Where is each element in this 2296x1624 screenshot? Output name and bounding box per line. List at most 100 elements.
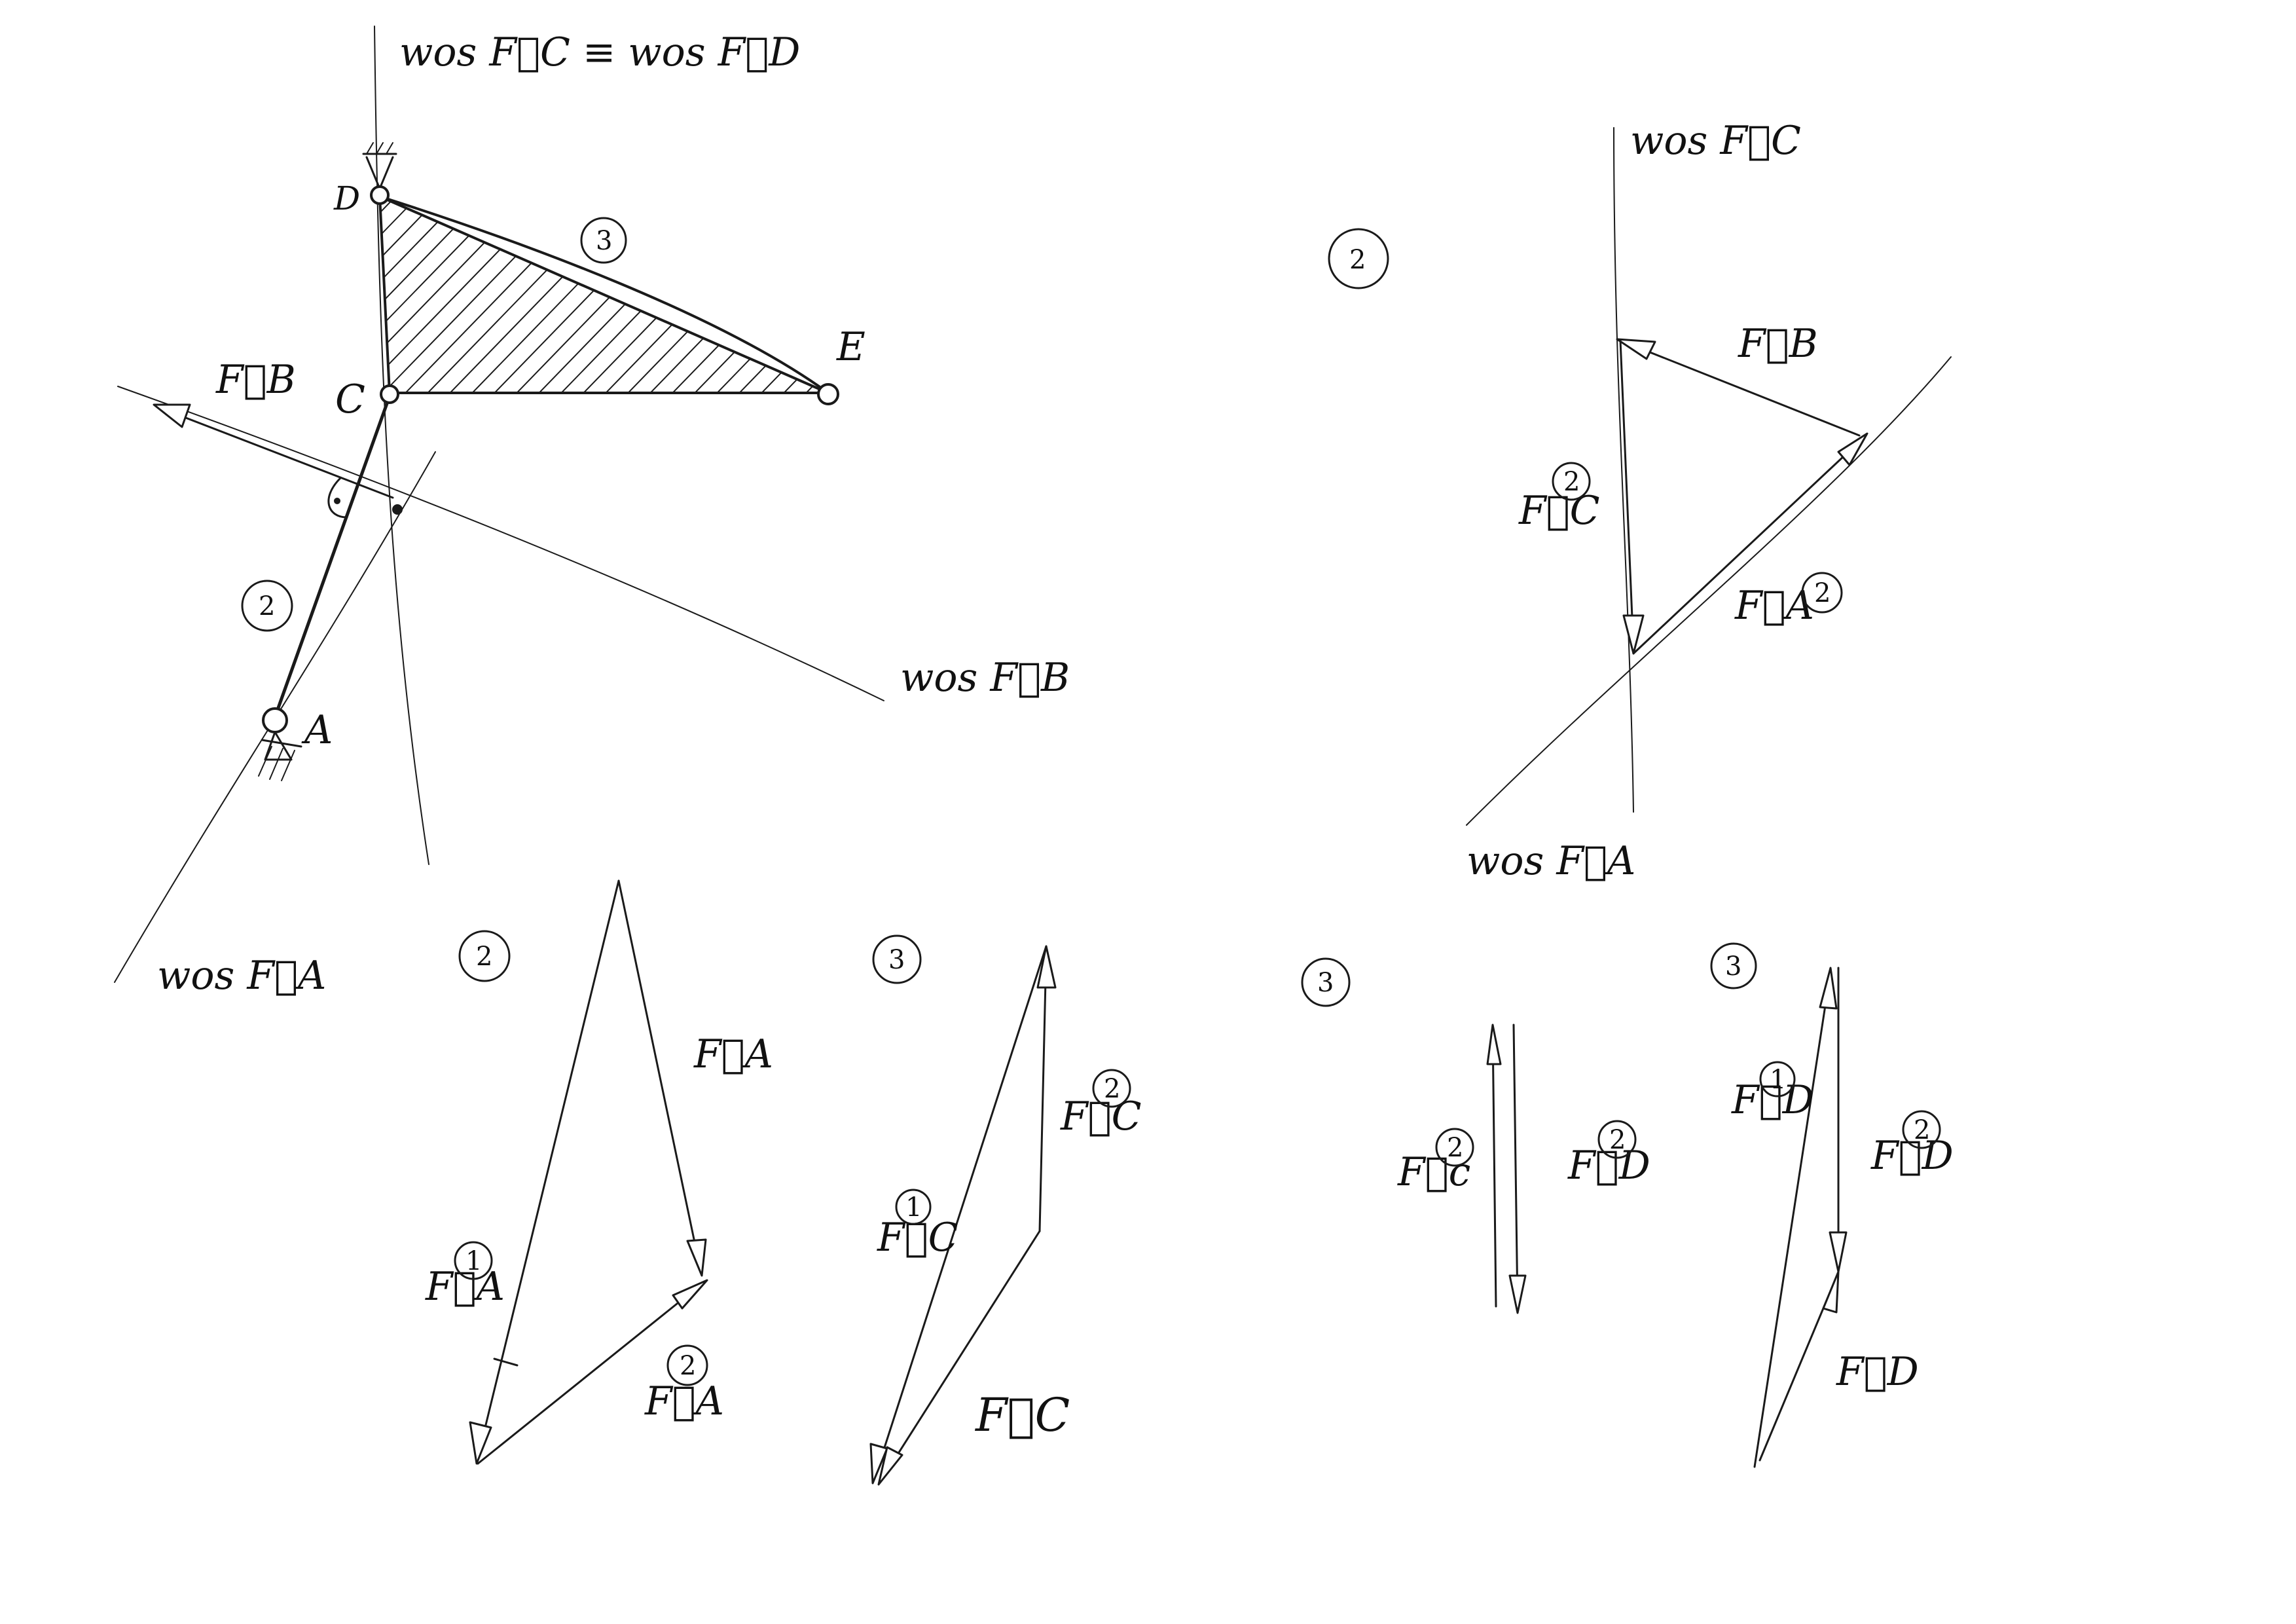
force-polygon-body-2-bottom: 2 F⃗A F⃗A 1 F⃗A 2 [425,879,773,1465]
vec-fa-mid-head [686,1238,707,1277]
plate-hatching [380,190,1092,406]
hatch-line [838,190,1048,406]
vec-fc2-pair-shaft [1491,1030,1497,1308]
badge-fa2-mid: 2 [666,1344,708,1386]
vec-fa2-right-shaft [1632,434,1867,655]
label-vec-fd-last: F⃗D [1836,1349,1919,1395]
svg-text:3: 3 [596,226,612,256]
hatch-line [380,196,469,393]
hatch-line [392,196,603,393]
member-2-bar [273,394,392,719]
vec-fd2-pair-head [1508,1274,1527,1314]
fb-arrow-head [153,403,191,428]
force-polygon-body-3-fc: 3 F⃗C 2 F⃗C 1 F⃗C [869,934,1142,1486]
svg-text:1: 1 [905,1192,922,1223]
hatch-line [860,190,1070,406]
hatch-line [570,196,781,393]
label-vec-fb-left: F⃗B [215,357,296,403]
label-vec-fd2-pair: F⃗D [1567,1143,1650,1189]
badge-fd1-last: 1 [1759,1061,1796,1098]
hatch-line [592,196,803,393]
label-point-e: E [836,324,866,370]
label-line-fb: wos F⃗B [900,655,1070,701]
node-d [370,185,390,205]
vec-fd2-pair-shaft [1512,1024,1519,1308]
svg-text:2: 2 [680,1351,696,1381]
hatch-line [459,196,670,393]
label-point-d: D [333,179,360,217]
line-of-action-fc-fd [374,26,429,865]
fb-arrow-shaft [162,408,394,499]
right-angle-mark [327,477,348,519]
hatch-line [526,196,737,393]
hatch-line [793,196,828,393]
node-a [262,707,288,733]
vec-fa-mid-shaft [617,879,702,1272]
svg-text:3: 3 [1317,968,1334,998]
hatch-line [815,196,828,393]
hatch-line [771,196,828,393]
support-a [258,731,302,781]
hatch-line [481,196,692,393]
badge-body-3-fc: 3 [872,934,922,984]
svg-text:2: 2 [1349,245,1366,275]
vec-fb-right-head [1616,338,1656,360]
vec-fd-last-head [1822,1270,1840,1314]
label-vec-fb-right: F⃗B [1738,321,1818,367]
vec-fa1-mid-shaft [477,879,620,1458]
hatch-line [380,196,425,393]
label-point-a: A [301,707,333,753]
line-of-action-fc-right [1613,127,1634,813]
force-polygon-body-2-right: wos F⃗C wos F⃗A F⃗B F⃗C 2 F⃗A 2 2 [1328,118,1952,884]
svg-text:1: 1 [465,1246,482,1276]
vec-fa2-mid-head [672,1279,708,1310]
vec-fc2-pair-head [1486,1024,1502,1065]
vec-fd1-last-head [1819,967,1838,1010]
label-vec-fc-mid: F⃗C [974,1388,1070,1442]
svg-text:2: 2 [1914,1115,1930,1145]
badge-body-2-bottom: 2 [458,930,511,982]
hatch-line [380,196,514,393]
svg-text:2: 2 [1104,1074,1120,1104]
hatch-line [883,190,1092,406]
badge-fc2-mid: 2 [1092,1069,1131,1108]
label-vec-fc2-pair: F⃗c [1397,1149,1470,1195]
hatch-line [414,196,625,393]
badge-fd2-pair: 2 [1597,1120,1637,1159]
badge-body-3-fd: 3 [1710,942,1757,989]
vec-fd2-last-head [1829,1231,1848,1273]
badge-fc1-mid: 1 [895,1189,932,1225]
label-vec-fc1-mid: F⃗C [877,1215,958,1261]
svg-text:3: 3 [1725,951,1741,982]
node-e [817,383,839,405]
vec-fc2-right-head [1622,614,1645,655]
vec-fc1-mid-shaft [873,945,1048,1481]
vec-fa2-mid-shaft [477,1281,705,1465]
mechanism-sketch: wos F⃗C ≡ wos F⃗D D C E A F⃗B wos F⃗B wo… [114,26,1092,999]
label-vec-fd2-last: F⃗D [1870,1133,1954,1179]
vec-fc2-right-shaft [1619,339,1635,650]
svg-text:3: 3 [888,945,905,975]
svg-text:2: 2 [476,942,492,972]
hatch-line [615,196,826,393]
badge-fc2-pair: 2 [1435,1128,1474,1167]
tick-fa1 [493,1357,519,1367]
line-of-action-fa-right [1466,356,1952,826]
svg-text:2: 2 [1563,467,1580,497]
vec-fc-mid-head [877,1446,903,1486]
vec-fc1-mid-head [869,1443,888,1485]
vec-fc2-mid-head [1036,945,1057,989]
force-polygon-body-3-fd: 3 F⃗D 1 F⃗D 2 F⃗D [1710,942,1954,1468]
svg-text:2: 2 [1609,1125,1626,1155]
badge-body-2-right: 2 [1328,228,1389,289]
badge-fa2-right: 2 [1801,572,1843,614]
badge-body-3-pair: 3 [1301,957,1351,1007]
support-d [362,142,397,190]
badge-fc2-right: 2 [1552,462,1591,501]
hatch-line [659,196,828,393]
svg-text:2: 2 [1447,1133,1463,1163]
intersection-point [392,504,403,515]
vec-fd1-last-shaft [1753,974,1831,1468]
badge-body-2-member: 2 [241,580,293,632]
